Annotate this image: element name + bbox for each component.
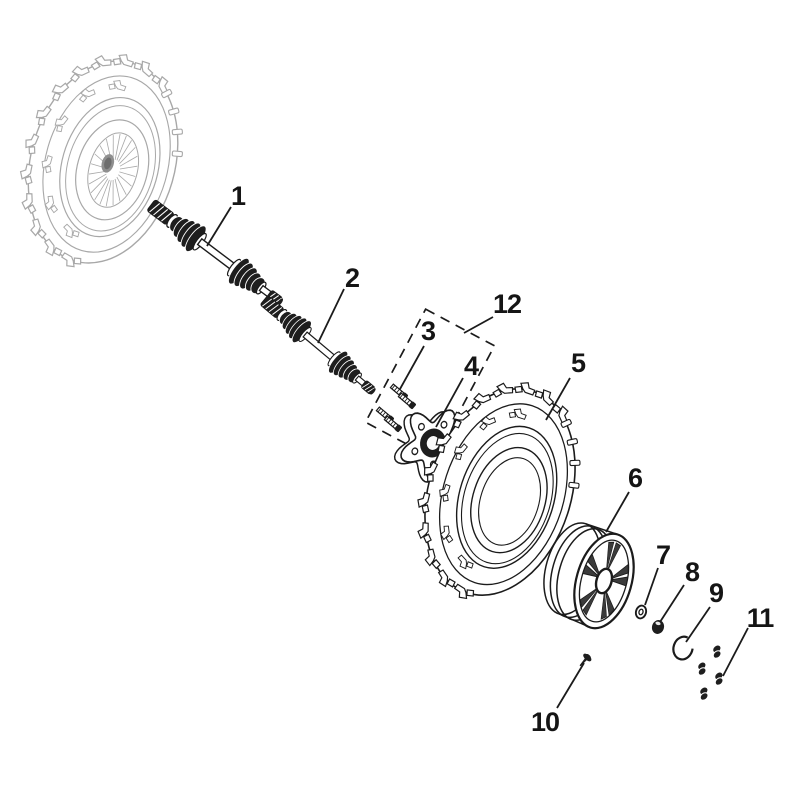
part-label-8: 8	[685, 557, 700, 587]
lug-nut	[697, 662, 707, 676]
tread-knob	[25, 133, 40, 155]
tread-knob	[439, 483, 451, 502]
part-label-12: 12	[493, 289, 521, 319]
tread-knob	[133, 60, 154, 78]
tread-knob	[440, 525, 454, 544]
tread-knob	[41, 155, 53, 174]
wheel-stud	[397, 392, 416, 410]
tread-knob	[508, 408, 527, 420]
tread-knob	[90, 55, 112, 71]
tread-knob	[423, 461, 439, 482]
leader-line-5	[545, 377, 571, 421]
wheel-stud	[383, 415, 402, 433]
tread-knob	[43, 238, 63, 257]
tread-knob	[51, 82, 70, 102]
part-labels: 1 2 3 4 5 6 7 8 9 10 11 12	[231, 181, 775, 737]
tread-knob	[54, 115, 69, 133]
cv-axle-2	[260, 295, 376, 395]
leader-line-1	[206, 206, 232, 247]
ghost-tire-wheel-assembly	[19, 54, 183, 268]
tread-knob	[492, 382, 514, 398]
rim-spokes	[579, 541, 629, 620]
part-label-7: 7	[656, 540, 670, 570]
small-hardware	[579, 604, 724, 701]
part-label-4: 4	[464, 351, 479, 381]
leader-line-10	[556, 662, 585, 709]
tread-knob	[70, 65, 90, 83]
leader-line-9	[685, 606, 711, 643]
washer	[634, 604, 648, 620]
tread-knob	[60, 252, 82, 268]
snap-ring	[672, 635, 694, 661]
leader-line-7	[644, 567, 659, 606]
tread-knob	[479, 416, 497, 431]
tread-knob	[435, 432, 452, 454]
hardware-kit-dashed-box	[364, 308, 496, 460]
tread-knob	[30, 218, 47, 239]
tread-knob	[19, 163, 33, 185]
leader-line-12	[463, 316, 494, 334]
lug-nut	[712, 645, 722, 659]
part-label-3: 3	[421, 316, 436, 346]
leader-line-3	[399, 345, 425, 390]
leader-lines	[206, 206, 749, 709]
tread-knob	[457, 554, 474, 570]
tread-knob	[471, 392, 492, 410]
knobby-tire	[417, 382, 581, 600]
tread-knob	[514, 382, 536, 396]
part-label-9: 9	[709, 578, 724, 608]
tread-knob	[453, 443, 468, 461]
leader-line-8	[659, 584, 685, 623]
wheel-studs	[375, 383, 416, 433]
part-label-6: 6	[628, 463, 643, 493]
lug-nut	[714, 672, 724, 686]
cv-axle-1	[147, 199, 284, 306]
lug-nut	[699, 687, 709, 701]
tread-knob	[44, 195, 59, 214]
tread-knob	[63, 223, 80, 239]
cv-drive-axles	[147, 199, 376, 395]
leader-line-4	[435, 377, 464, 428]
part-label-10: 10	[531, 707, 559, 737]
leader-line-11	[722, 627, 749, 677]
ghost-rim-spokes	[87, 132, 139, 208]
tread-knob	[452, 409, 471, 429]
alloy-rim	[543, 522, 635, 630]
screw	[579, 653, 592, 667]
tread-knob	[78, 88, 96, 103]
tread-knob	[424, 548, 442, 570]
tread-knob	[21, 193, 37, 215]
part-label-2: 2	[345, 263, 359, 293]
tread-knob	[35, 105, 52, 126]
leader-line-6	[605, 491, 630, 533]
tread-knob	[417, 522, 432, 544]
tread-knob	[108, 80, 127, 92]
part-label-5: 5	[571, 348, 586, 378]
part-label-11: 11	[747, 603, 775, 633]
tread-knob	[534, 389, 555, 407]
tread-knob	[417, 491, 431, 514]
flange-nut	[651, 620, 665, 634]
leader-line-2	[317, 288, 345, 344]
tread-knob	[453, 583, 475, 600]
tread-knob	[437, 569, 456, 588]
part-label-1: 1	[231, 181, 246, 211]
tread-knob	[112, 54, 135, 68]
